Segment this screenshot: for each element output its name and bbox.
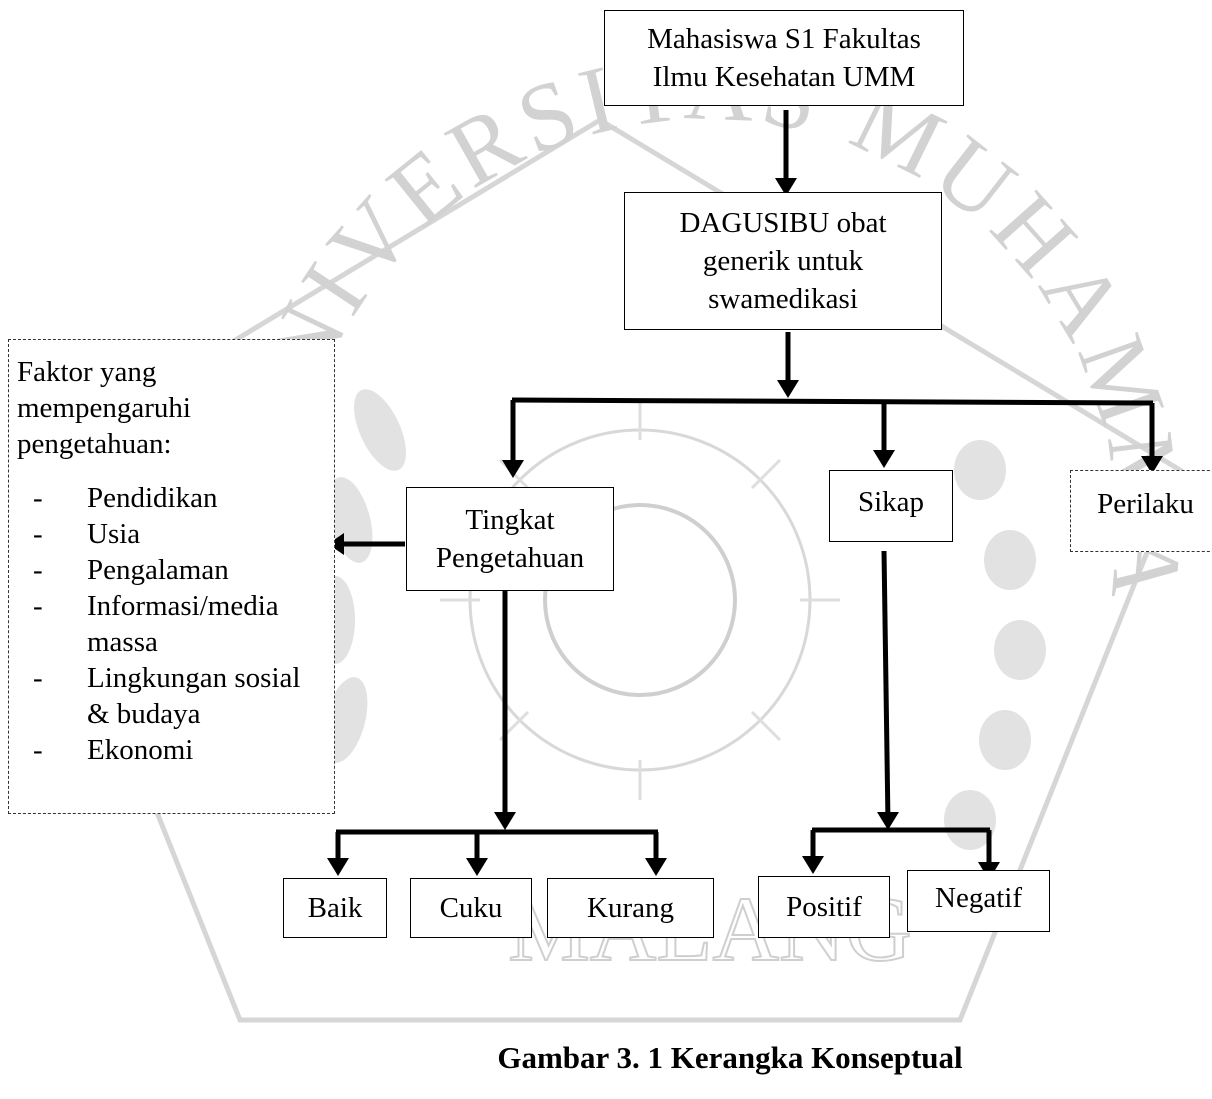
factor-bullet: -: [33, 554, 43, 586]
node-negatif: Negatif: [907, 870, 1050, 932]
factor-item: - Pendidikan: [17, 480, 307, 516]
node-cuku-label: Cuku: [439, 892, 503, 924]
node-tingkat-line: Pengetahuan: [435, 542, 585, 574]
node-cuku: Cuku: [410, 878, 532, 938]
factor-item: - Usia: [17, 516, 307, 552]
factor-item: - Pengalaman: [17, 552, 307, 588]
factor-item-label: Usia: [87, 518, 141, 550]
factor-bullet: -: [33, 662, 43, 694]
node-positif: Positif: [758, 876, 890, 938]
node-kurang-label: Kurang: [587, 892, 674, 924]
node-mahasiswa-line: Mahasiswa S1 Fakultas: [647, 23, 921, 55]
factor-item-label: Ekonomi: [87, 734, 194, 766]
factor-bullet: -: [33, 590, 43, 622]
factors-box: Faktor yang mempengaruhi pengetahuan: - P…: [8, 339, 335, 814]
factor-item-label: Informasi/media massa: [87, 590, 279, 658]
node-dagusibu-line: DAGUSIBU obat: [679, 207, 887, 239]
node-perilaku: Perilaku: [1070, 470, 1212, 552]
node-mahasiswa: Mahasiswa S1 Fakultas Ilmu Kesehatan UMM: [604, 10, 964, 106]
node-positif-label: Positif: [786, 891, 862, 923]
factors-list: - Pendidikan - Usia - Pengalaman - Informasi…: [17, 480, 334, 768]
factor-item: - Lingkungan sosial & budaya: [17, 660, 307, 732]
node-baik: Baik: [283, 878, 387, 938]
node-tingkat-pengetahuan: Tingkat Pengetahuan: [406, 487, 614, 591]
factor-bullet: -: [33, 734, 43, 766]
node-dagusibu: DAGUSIBU obat generik untuk swamedikasi: [624, 192, 942, 330]
node-mahasiswa-line: Ilmu Kesehatan UMM: [652, 61, 916, 93]
node-sikap-label: Sikap: [857, 486, 925, 518]
node-perilaku-label: Perilaku: [1097, 488, 1194, 520]
node-dagusibu-line: swamedikasi: [708, 283, 858, 315]
factor-item-label: Pengalaman: [87, 554, 229, 586]
factor-item-label: Lingkungan sosial & budaya: [87, 662, 301, 730]
node-dagusibu-line: generik untuk: [702, 245, 864, 277]
node-kurang: Kurang: [547, 878, 714, 938]
factor-item-label: Pendidikan: [87, 482, 218, 514]
node-negatif-label: Negatif: [935, 882, 1022, 914]
node-tingkat-line: Tingkat: [465, 504, 555, 536]
factor-bullet: -: [33, 518, 43, 550]
factor-item: - Informasi/media massa: [17, 588, 307, 660]
node-baik-label: Baik: [307, 892, 363, 924]
factors-title: Faktor yang mempengaruhi pengetahuan:: [17, 356, 191, 460]
figure-caption: Gambar 3. 1 Kerangka Konseptual: [497, 1040, 963, 1075]
factor-item: - Ekonomi: [17, 732, 307, 768]
node-sikap: Sikap: [829, 470, 953, 542]
factor-bullet: -: [33, 482, 43, 514]
